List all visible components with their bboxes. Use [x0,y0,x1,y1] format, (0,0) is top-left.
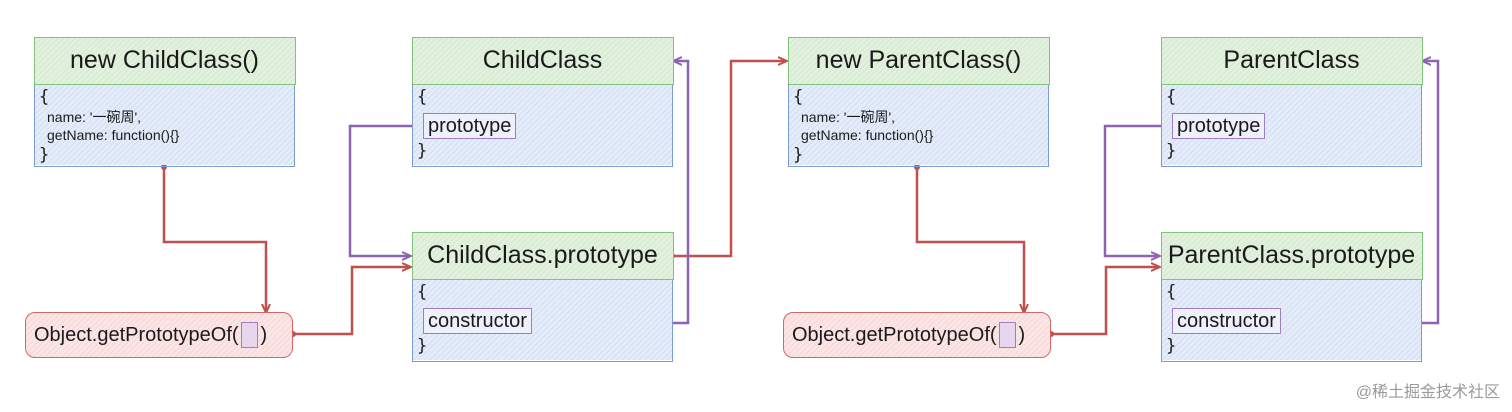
argument-slot [240,322,258,348]
close-brace: } [793,144,804,165]
close-brace: } [39,144,50,165]
call-suffix: ) [1018,323,1026,346]
watermark: @稀土掘金技术社区 [1355,384,1500,401]
red-arrow-call2-to-proto2 [1051,267,1159,336]
box-title: ParentClass.prototype [1160,231,1423,280]
box-body: { name: '一碗周', getName: function(){} } [789,84,1048,165]
open-brace: { [1166,281,1177,302]
box-body: { prototype } [413,84,672,165]
open-brace: { [417,86,428,107]
close-brace: } [1166,335,1177,356]
class-box-parentclass: ParentClass { prototype } [1160,36,1423,167]
argument-slot [998,322,1016,348]
red-arrow-call-to-proto [293,267,410,336]
getname-property: getName: function(){} [801,126,934,143]
name-property: name: '一碗周', [47,108,142,125]
open-brace: { [793,86,804,107]
close-brace: } [417,140,428,161]
prototype-field: prototype [423,112,517,139]
constructor-field: constructor [1172,307,1281,334]
call-suffix: ) [260,323,268,346]
name-property: name: '一碗周', [801,108,896,125]
close-brace: } [417,335,428,356]
red-arrow-childproto-to-parent [672,61,786,258]
getprototypeof-call-2: Object.getPrototypeOf( ) [783,312,1051,358]
prototype-box-parentclass: ParentClass.prototype { constructor } [1160,231,1423,362]
box-body: { constructor } [1162,279,1421,360]
constructor-field: constructor [423,307,532,334]
purple-arrow-prototype-to-childproto [348,124,422,256]
instance-box-parentclass: new ParentClass() { name: '一碗周', getName… [787,36,1050,167]
box-body: { name: '一碗周', getName: function(){} } [35,84,294,165]
open-brace: { [39,86,50,107]
close-brace: } [1166,140,1177,161]
box-title: new ParentClass() [787,36,1050,85]
box-title: ParentClass [1160,36,1423,85]
class-box-childclass: ChildClass { prototype } [411,36,674,167]
red-arrow-instance2-to-call2 [915,167,1024,312]
box-body: { prototype } [1162,84,1421,165]
red-arrow-instance-to-call [162,167,266,312]
box-title: ChildClass.prototype [411,231,674,280]
open-brace: { [417,281,428,302]
call-prefix: Object.getPrototypeOf( [34,323,239,346]
prototype-box-childclass: ChildClass.prototype { constructor } [411,231,674,362]
box-title: ChildClass [411,36,674,85]
purple-arrow-prototype2-to-parentproto [1103,124,1173,256]
prototype-field: prototype [1172,112,1266,139]
box-body: { constructor } [413,279,672,360]
open-brace: { [1166,86,1177,107]
instance-box-childclass: new ChildClass() { name: '一碗周', getName:… [33,36,296,167]
getprototypeof-call-1: Object.getPrototypeOf( ) [25,312,293,358]
call-prefix: Object.getPrototypeOf( [792,323,997,346]
box-title: new ChildClass() [33,36,296,85]
getname-property: getName: function(){} [47,126,180,143]
